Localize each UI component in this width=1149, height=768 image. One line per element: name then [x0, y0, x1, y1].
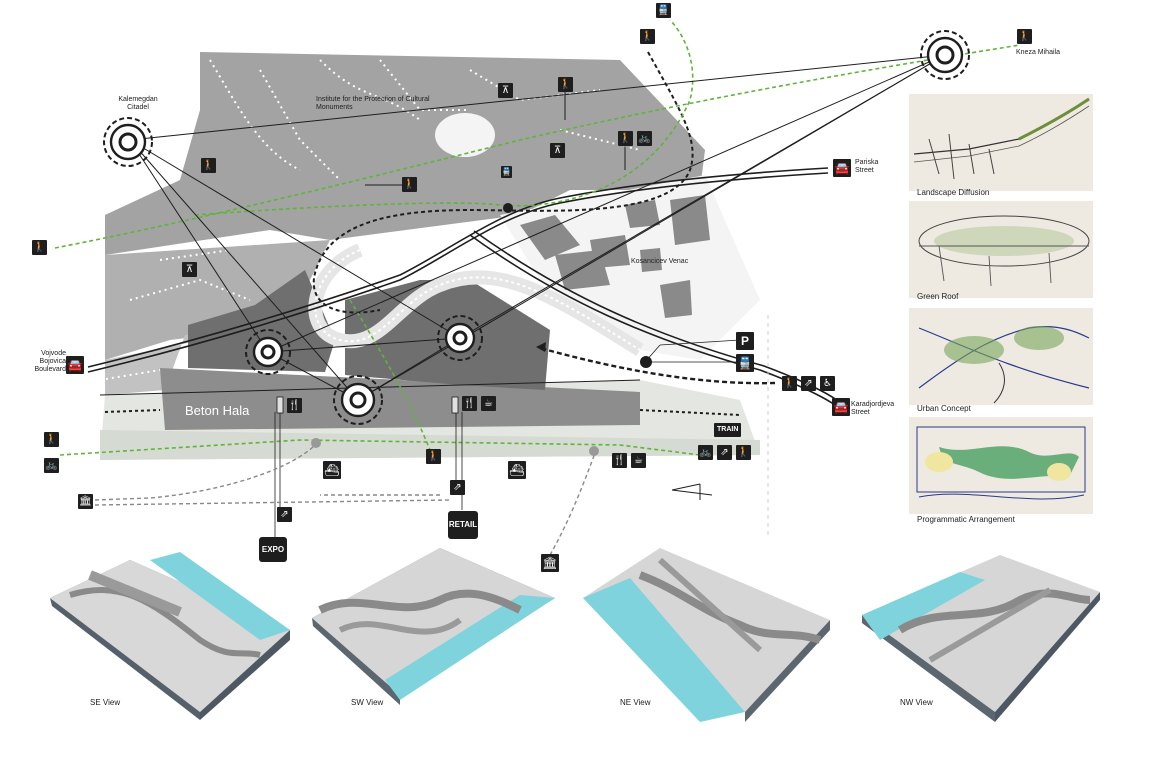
- museum-icon: 🏛: [541, 554, 559, 572]
- restaurant-icon: 🍴: [287, 398, 302, 413]
- caption-ne-view: NE View: [620, 698, 651, 707]
- cafe-icon: ☕: [631, 453, 646, 468]
- boat-icon: ⛴: [323, 461, 341, 479]
- model-se-view: [50, 552, 290, 720]
- ramp-loop-edge: [314, 249, 641, 351]
- model-ne-view: [583, 548, 830, 722]
- sketch-drawing: [918, 215, 1090, 287]
- sketch-drawing: [918, 326, 1090, 404]
- park-footpaths: [99, 59, 641, 381]
- caption-programmatic-arrangement: Programmatic Arrangement: [917, 515, 1015, 524]
- dashed-leaders: [94, 444, 596, 556]
- caption-landscape-diffusion: Landscape Diffusion: [917, 188, 990, 197]
- restaurant-icon: 🍴: [462, 396, 477, 411]
- restaurant-icon: 🍴: [612, 453, 627, 468]
- institute-dome: [435, 113, 495, 157]
- pedestrian-icon: 🚶: [736, 445, 751, 460]
- building-west: [188, 270, 335, 372]
- label-pariska: Pariska Street: [855, 159, 879, 174]
- escalator-icon: ⇗: [450, 480, 465, 495]
- green-pedestrian-routes: [54, 19, 1021, 456]
- cafe-icon: ☕: [481, 396, 496, 411]
- elevator-west: [276, 396, 284, 414]
- label-beton-hala: Beton Hala: [185, 403, 250, 418]
- elevator-east: [451, 396, 459, 414]
- kosancicev-blocks: [520, 195, 710, 318]
- flow-arrow: [539, 346, 776, 385]
- dashed-promenade: [104, 409, 741, 416]
- boat-icon: ⛴: [508, 461, 526, 479]
- label-institute: Institute for the Protection of Cultural…: [316, 96, 430, 111]
- lower-terrain: [105, 330, 250, 395]
- pedestrian-icon: 🚶: [618, 131, 633, 146]
- label-vojvode: Vojvode Bojovica Boulevard: [34, 350, 66, 373]
- pedestrian-icon: 🚶: [782, 376, 797, 391]
- pedestrian-icon: 🚶: [558, 77, 573, 92]
- museum-icon: 🏛: [78, 494, 93, 509]
- promenade-point-1: [311, 438, 321, 448]
- sketch-programmatic-arrangement: [909, 417, 1093, 514]
- model-sw-view: [312, 548, 555, 705]
- picnic-icon: ⊼: [498, 83, 513, 98]
- retail-tag: RETAIL: [448, 511, 478, 539]
- pedestrian-icon: 🚶: [1017, 29, 1032, 44]
- promenade-point-2: [589, 446, 599, 456]
- bike-icon: 🚲: [44, 458, 59, 473]
- viewpoint-center: [333, 375, 383, 425]
- label-karadjordjeva: Karadjordjeva Street: [851, 401, 895, 416]
- parking-icon: P: [736, 332, 754, 350]
- caption-nw-view: NW View: [900, 698, 933, 707]
- label-kalemegdan: Kalemegdan Citadel: [118, 96, 158, 111]
- label-kneza-mihaila: Kneza Mihaila: [1016, 49, 1060, 56]
- mid-terrain: [105, 240, 330, 360]
- model-nw-view: [862, 555, 1100, 722]
- pedestrian-icon: 🚶: [32, 240, 47, 255]
- train-tag: TRAIN: [714, 423, 742, 437]
- escalator-icon: ⇗: [717, 445, 732, 460]
- train-icon: 🚆: [501, 166, 512, 178]
- escalator-icon: ⇗: [801, 376, 816, 391]
- pedestrian-icon: 🚶: [402, 177, 417, 192]
- expo-tag: EXPO: [259, 537, 287, 562]
- sketch-urban-concept: [909, 308, 1093, 405]
- dashed-road: [312, 51, 694, 314]
- sketch-landscape-diffusion: [909, 94, 1093, 191]
- north-arrow: [671, 483, 713, 500]
- sketch-drawing: [916, 426, 1086, 500]
- wheelchair-icon: ♿: [820, 376, 835, 391]
- picnic-icon: ⊼: [550, 143, 565, 158]
- pedestrian-icon: 🚶: [44, 432, 59, 447]
- viewpoint-east: [437, 315, 483, 361]
- escalator-icon: ⇗: [277, 507, 292, 522]
- pedestrian-icon: 🚶: [426, 449, 441, 464]
- viewpoint-kneza: [920, 30, 970, 80]
- caption-urban-concept: Urban Concept: [917, 404, 971, 413]
- train-icon: 🚆: [736, 354, 754, 372]
- label-kosancicev: Kosancicev Venac: [631, 258, 689, 265]
- main-roads: [87, 167, 839, 406]
- flow-arrowhead: [536, 342, 546, 352]
- transit-node-2: [640, 356, 652, 368]
- caption-green-roof: Green Roof: [917, 292, 959, 301]
- bike-icon: 🚲: [698, 445, 713, 460]
- caption-sw-view: SW View: [351, 698, 384, 707]
- pedestrian-icon: 🚶: [201, 158, 216, 173]
- transit-node: [503, 203, 513, 213]
- bike-icon: 🚲: [637, 131, 652, 146]
- train-icon: 🚆: [656, 3, 671, 18]
- car-icon: 🚘: [832, 398, 850, 416]
- viewpoint-kalemegdan: [103, 117, 153, 167]
- sketch-green-roof: [909, 201, 1093, 298]
- car-icon: 🚘: [66, 356, 84, 374]
- picnic-icon: ⊼: [182, 262, 197, 277]
- viewpoint-west: [245, 329, 291, 375]
- pedestrian-icon: 🚶: [640, 29, 655, 44]
- caption-se-view: SE View: [90, 698, 121, 707]
- car-icon: 🚘: [833, 159, 851, 177]
- sketch-drawing: [913, 97, 1090, 180]
